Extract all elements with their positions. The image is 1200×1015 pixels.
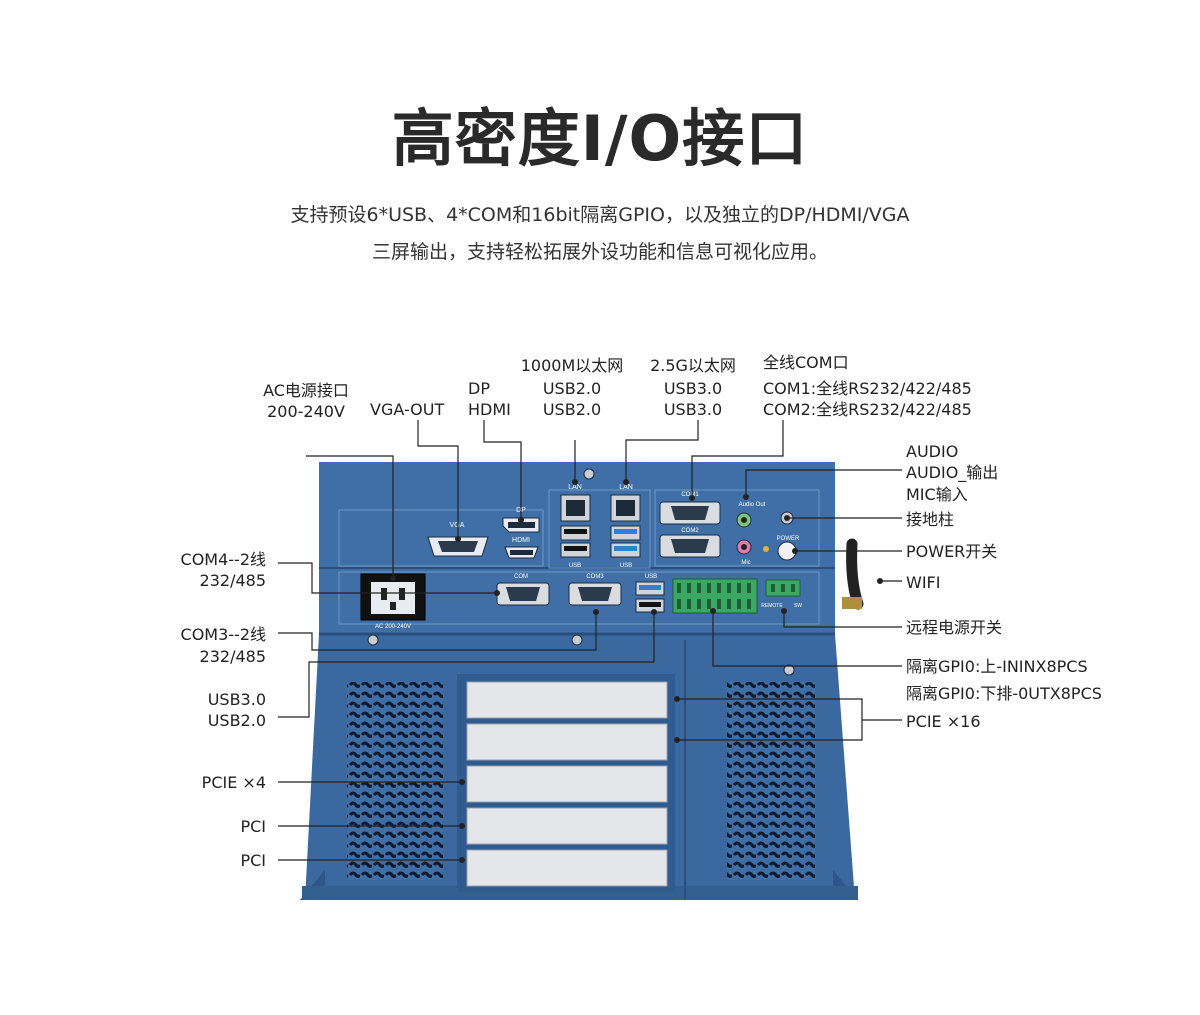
label-lan1-usb-b: USB2.0 xyxy=(542,400,602,419)
subtitle-line-1: 支持预设6*USB、4*COM和16bit隔离GPIO，以及独立的DP/HDMI… xyxy=(290,204,910,226)
page-title: 高密度I/O接口 xyxy=(391,102,809,175)
label-pci-2: PCI xyxy=(240,851,266,870)
label-ground: 接地柱 xyxy=(906,510,955,529)
usb-mark-3: USB xyxy=(645,574,657,580)
label-wifi: WIFI xyxy=(906,573,941,592)
label-usb3: USB3.0 xyxy=(207,690,266,709)
label-com1: COM1:全线RS232/422/485 xyxy=(763,379,972,398)
label-power: POWER开关 xyxy=(906,542,998,561)
slot-2 xyxy=(466,723,668,761)
label-gpio-in: 隔离GPI0:上-ININX8PCS xyxy=(906,657,1088,676)
label-hdmi: HDMI xyxy=(468,400,511,419)
label-audio-out: AUDIO_输出 xyxy=(906,463,999,482)
label-vga-out: VGA-OUT xyxy=(370,400,445,419)
label-lan1-usb-a: USB2.0 xyxy=(542,379,602,398)
slot-1 xyxy=(466,681,668,719)
label-mic: MIC输入 xyxy=(906,485,968,504)
label-lan1-title: 1000M以太网 xyxy=(520,356,624,375)
subtitle-line-2: 三屏输出，支持轻松拓展外设功能和信息可视化应用。 xyxy=(371,241,828,263)
remote-mark: REMOTE xyxy=(761,603,783,609)
label-lan2-usb-a: USB3.0 xyxy=(663,379,723,398)
label-com4-mode: 232/485 xyxy=(199,571,266,590)
label-com4-title: COM4--2线 xyxy=(180,550,266,569)
ac-mark: AC 200-240V xyxy=(375,624,411,630)
usb-mark-2: USB xyxy=(620,563,632,569)
label-pcie16: PCIE ×16 xyxy=(906,712,981,731)
label-lan2-title: 2.5G以太网 xyxy=(650,356,736,375)
sw-mark: SW xyxy=(794,603,802,609)
label-com2: COM2:全线RS232/422/485 xyxy=(763,400,972,419)
label-ac-title: AC电源接口 xyxy=(263,381,349,400)
label-audio: AUDIO xyxy=(906,442,959,461)
audio-out-mark: Audio Out xyxy=(739,502,766,508)
power-mark: POWER xyxy=(777,536,800,542)
right-vent xyxy=(727,682,815,880)
label-ac-voltage: 200-240V xyxy=(267,402,345,421)
vga-mark: VGA xyxy=(450,522,465,529)
label-com3-title: COM3--2线 xyxy=(180,625,266,644)
label-pci-1: PCI xyxy=(240,817,266,836)
mic-mark: Mic xyxy=(741,560,750,566)
callout-lines xyxy=(278,420,902,861)
label-dp: DP xyxy=(468,379,490,398)
slot-4 xyxy=(466,807,668,845)
label-lan2-usb-b: USB3.0 xyxy=(663,400,723,419)
slot-5 xyxy=(466,849,668,887)
label-com3-mode: 232/485 xyxy=(199,647,266,666)
label-com-title: 全线COM口 xyxy=(763,353,849,372)
label-gpio-out: 隔离GPI0:下排-0UTX8PCS xyxy=(906,684,1102,703)
usb-mark-1: USB xyxy=(569,563,581,569)
label-usb2: USB2.0 xyxy=(207,711,266,730)
com4-mark: COM xyxy=(514,574,528,580)
left-vent xyxy=(347,682,443,880)
label-remote: 远程电源开关 xyxy=(906,618,1003,637)
hdmi-mark: HDMI xyxy=(512,537,530,544)
label-pcie4: PCIE ×4 xyxy=(201,773,266,792)
slot-3 xyxy=(466,765,668,803)
lan-mark-2: LAN xyxy=(619,484,633,491)
com2-mark: COM2 xyxy=(681,528,699,534)
lan-mark-1: LAN xyxy=(568,484,582,491)
com3-mark: COM3 xyxy=(586,574,604,580)
com1-mark: COM1 xyxy=(681,492,699,498)
